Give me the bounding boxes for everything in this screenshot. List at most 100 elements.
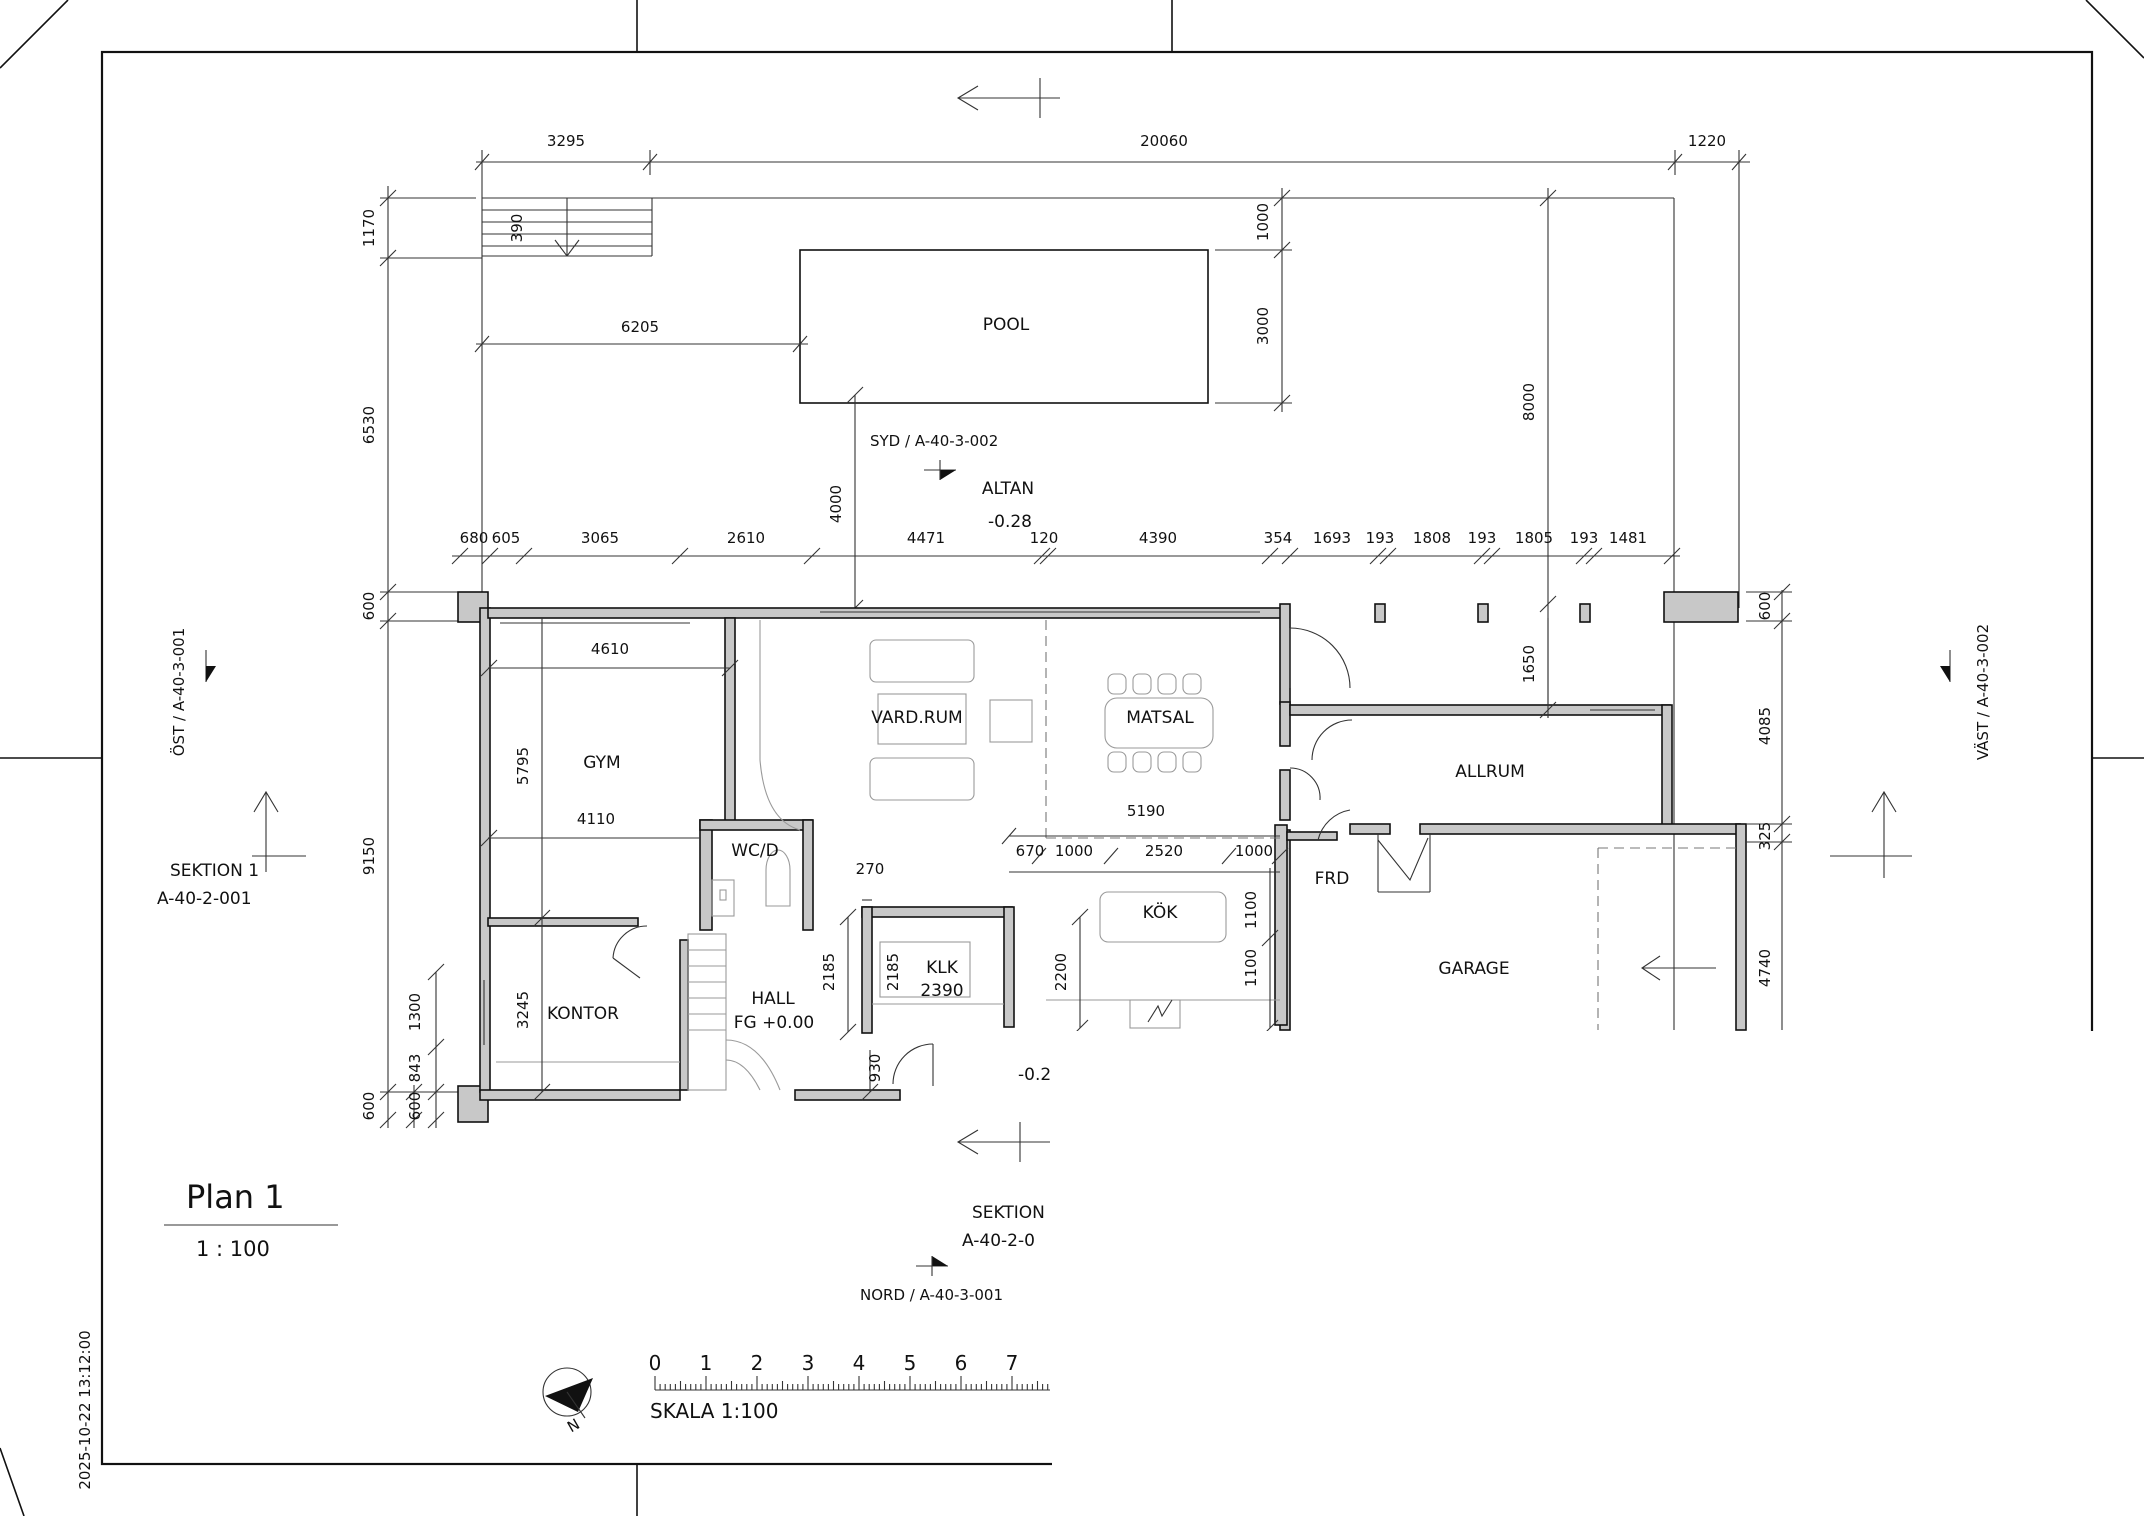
dim-1100-a: 1100 xyxy=(1242,891,1260,929)
scale-bar-tick-label: 5 xyxy=(904,1351,917,1375)
room-klk: KLK xyxy=(926,958,959,978)
scale-bar-tick-label: 3 xyxy=(802,1351,815,1375)
dim-600-bottom: 600 xyxy=(360,1092,378,1121)
ref-vast[interactable]: VÄST / A-40-3-002 xyxy=(1973,624,1992,760)
dim-843: 843 xyxy=(406,1054,424,1083)
room-matsal: MATSAL xyxy=(1126,708,1194,728)
ref-syd[interactable]: SYD / A-40-3-002 xyxy=(870,432,998,450)
wc-fixtures xyxy=(711,849,791,917)
dim-2185-b: 2185 xyxy=(884,953,902,991)
room-kontor: KONTOR xyxy=(547,1004,619,1024)
dim-2610: 2610 xyxy=(727,529,765,547)
klk-closet xyxy=(872,941,1004,1005)
room-kok: KÖK xyxy=(1143,901,1179,923)
dim-1805: 1805 xyxy=(1515,529,1553,547)
room-vardrum: VARD.RUM xyxy=(871,708,962,728)
dim-390: 390 xyxy=(508,214,526,243)
dim-4000: 4000 xyxy=(827,485,845,523)
dim-325: 325 xyxy=(1756,822,1774,851)
section-marker-left-icon[interactable] xyxy=(252,790,306,872)
section-bottom-label-1[interactable]: SEKTION xyxy=(972,1203,1045,1223)
north-letter: N xyxy=(564,1415,583,1436)
blank-region xyxy=(1052,1031,2144,1516)
scale-bar-tick-label: 4 xyxy=(853,1351,866,1375)
section-marker-bottom-icon xyxy=(956,1122,1050,1162)
top-dimension-chain xyxy=(474,150,1750,608)
elevation-marker-ost-icon[interactable] xyxy=(205,650,216,682)
elevation-marker-vast-icon[interactable] xyxy=(1940,650,1951,682)
dim-1650: 1650 xyxy=(1520,645,1538,683)
elevation-marker-nord-icon[interactable] xyxy=(916,1256,948,1276)
dim-1300: 1300 xyxy=(406,993,424,1031)
dim-9150: 9150 xyxy=(360,837,378,875)
pool-label: POOL xyxy=(983,315,1030,335)
room-frd: FRD xyxy=(1315,869,1350,889)
dim-3245: 3245 xyxy=(514,991,532,1029)
outdoor-stair[interactable] xyxy=(482,198,652,257)
dim-6205: 6205 xyxy=(621,318,659,336)
dim-4610: 4610 xyxy=(591,640,629,658)
dim-1220: 1220 xyxy=(1688,132,1726,150)
ref-nord[interactable]: NORD / A-40-3-001 xyxy=(860,1286,1003,1304)
ref-ost[interactable]: ÖST / A-40-3-001 xyxy=(169,628,188,757)
room-allrum: ALLRUM xyxy=(1455,762,1525,782)
room-klk-size: 2390 xyxy=(920,981,963,1001)
dim-2200: 2200 xyxy=(1052,953,1070,991)
dim-193-b: 193 xyxy=(1468,529,1497,547)
dim-4390: 4390 xyxy=(1139,529,1177,547)
garage-area xyxy=(1377,834,1736,1030)
section-left-label-2[interactable]: A-40-2-001 xyxy=(157,889,252,909)
room-altan: ALTAN xyxy=(982,479,1034,499)
dim-193-a: 193 xyxy=(1366,529,1395,547)
dim-680: 680 xyxy=(460,529,489,547)
dim-120: 120 xyxy=(1030,529,1059,547)
elevation-marker-syd-icon[interactable] xyxy=(924,460,956,480)
dim-4740: 4740 xyxy=(1756,949,1774,987)
dim-1808: 1808 xyxy=(1413,529,1451,547)
dim-1100-b: 1100 xyxy=(1242,949,1260,987)
pool-dimensions xyxy=(474,188,1557,718)
dim-1481: 1481 xyxy=(1609,529,1647,547)
scale-bar-tick-label: 7 xyxy=(1006,1351,1019,1375)
dim-670: 670 xyxy=(1016,842,1045,860)
dim-5190: 5190 xyxy=(1127,802,1165,820)
plan-title: Plan 1 xyxy=(186,1178,285,1216)
pool[interactable] xyxy=(799,249,1209,404)
entry-level: -0.2( xyxy=(1018,1065,1058,1085)
room-wcd: WC/D xyxy=(731,841,779,861)
living-furniture xyxy=(759,620,1214,831)
kitchen-fixtures xyxy=(1046,891,1280,1029)
interior-walls xyxy=(487,617,1338,1091)
dim-600-inner: 600 xyxy=(406,1092,424,1121)
dim-3065: 3065 xyxy=(581,529,619,547)
room-garage: GARAGE xyxy=(1438,959,1509,979)
scale-bar-tick-label: 6 xyxy=(955,1351,968,1375)
dim-354: 354 xyxy=(1264,529,1293,547)
section-left-label-1[interactable]: SEKTION 1 xyxy=(170,861,259,881)
dim-1000-kitchen-b: 1000 xyxy=(1235,842,1273,860)
dim-4110: 4110 xyxy=(577,810,615,828)
dim-5795: 5795 xyxy=(514,747,532,785)
doors[interactable] xyxy=(612,627,1429,1086)
dim-3000-pool: 3000 xyxy=(1254,307,1272,345)
dim-2185-a: 2185 xyxy=(820,953,838,991)
dim-1693: 1693 xyxy=(1313,529,1351,547)
north-arrow-icon xyxy=(542,1367,593,1419)
dim-600-right: 600 xyxy=(1756,592,1774,621)
scale-bar-label: SKALA 1:100 xyxy=(650,1399,778,1423)
dim-20060: 20060 xyxy=(1140,132,1188,150)
dim-930: 930 xyxy=(866,1054,884,1083)
facade-dimension-row xyxy=(451,547,1681,565)
dim-4471: 4471 xyxy=(907,529,945,547)
room-dimension-lines xyxy=(480,583,1792,1101)
left-dimension-chain xyxy=(379,186,482,1129)
garage-arrow-icon xyxy=(1641,955,1716,981)
section-bottom-label-2[interactable]: A-40-2-0 xyxy=(962,1231,1035,1251)
plan-scale: 1 : 100 xyxy=(196,1237,270,1261)
dim-270: 270 xyxy=(856,860,885,878)
dim-8000: 8000 xyxy=(1520,383,1538,421)
scale-bar-tick-label: 2 xyxy=(751,1351,764,1375)
dim-3295: 3295 xyxy=(547,132,585,150)
windows xyxy=(483,611,1655,1045)
